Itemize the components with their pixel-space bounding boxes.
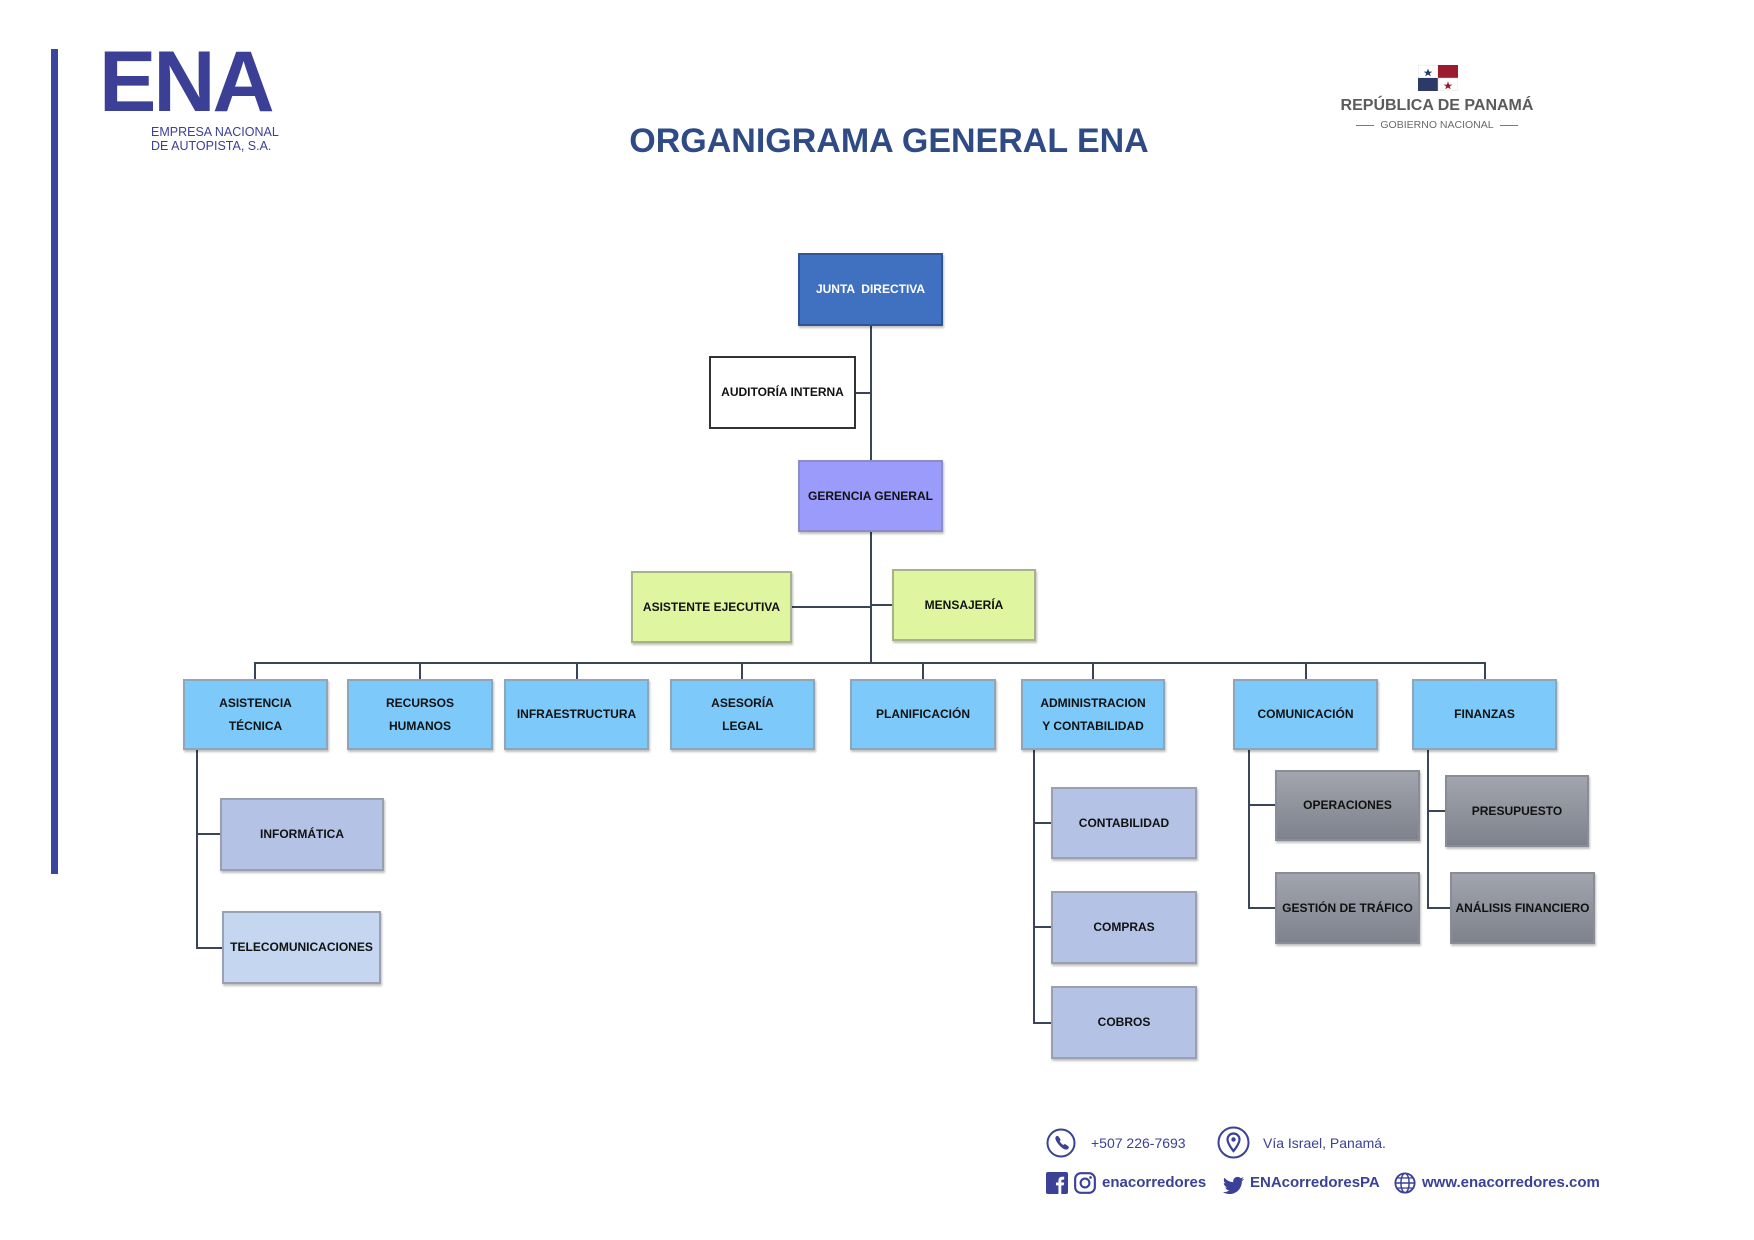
panama-flag-icon [1418,65,1458,91]
org-box-label: GERENCIA GENERAL [808,488,933,503]
org-box-label: MENSAJERÍA [924,597,1004,612]
instagram-icon[interactable] [1074,1172,1096,1194]
subunit-label: COMPRAS [1093,920,1155,934]
subunit-cobros: COBROS [1051,986,1197,1059]
subunit-label: ANÁLISIS FINANCIERO [1455,900,1590,915]
subunit-gestion-de-trafico: GESTIÓN DE TRÁFICO [1275,872,1420,944]
ena-logo-subtitle: EMPRESA NACIONAL DE AUTOPISTA, S.A. [151,125,279,153]
department-label-line: INFRAESTRUCTURA [516,707,637,721]
org-box-junta-directiva: JUNTA DIRECTIVA [798,253,943,326]
ena-logo: ENA [99,34,275,130]
globe-icon[interactable] [1394,1172,1416,1194]
gov-dash-right [1499,124,1518,126]
org-box-asistente-ejecutiva: ASISTENTE EJECUTIVA [631,571,792,643]
gov-logo-title: REPÚBLICA DE PANAMÁ [1340,97,1534,114]
department-label-line: LEGAL [722,718,763,733]
org-box-label: AUDITORÍA INTERNA [721,385,844,399]
department-label-line: PLANIFICACIÓN [876,707,970,721]
org-box-mensajeria: MENSAJERÍA [892,569,1036,641]
footer-address: Vía Israel, Panamá. [1263,1135,1386,1151]
department-infraestructura: INFRAESTRUCTURA [504,679,649,750]
department-label-line: COMUNICACIÓN [1257,707,1354,721]
department-label-line: ASESORÍA [711,695,774,710]
facebook-icon[interactable] [1046,1172,1068,1194]
subunit-label: GESTIÓN DE TRÁFICO [1282,900,1413,915]
department-label-line: ADMINISTRACION [1040,695,1146,710]
subunit-presupuesto: PRESUPUESTO [1445,775,1589,847]
subunit-contabilidad: CONTABILIDAD [1051,787,1197,859]
footer-website-link[interactable]: www.enacorredores.com [1422,1174,1600,1191]
gov-logo-subtitle-text: GOBIERNO NACIONAL [1380,119,1494,131]
logo-subtitle-line2: DE AUTOPISTA, S.A. [151,139,272,153]
gov-dash-left [1356,124,1375,126]
subunit-label: PRESUPUESTO [1471,803,1563,818]
org-box-gerencia-general: GERENCIA GENERAL [798,460,943,532]
subunit-compras: COMPRAS [1051,891,1197,964]
department-asistencia-tecnica: ASISTENCIA TÉCNICA [183,679,328,750]
department-planificacion: PLANIFICACIÓN [850,679,996,750]
subunit-operaciones: OPERACIONES [1275,770,1420,841]
phone-icon [1046,1128,1076,1158]
department-finanzas: FINANZAS [1412,679,1557,750]
footer-social-handle[interactable]: enacorredores [1102,1174,1207,1191]
org-box-label: ASISTENTE EJECUTIVA [642,599,781,614]
department-label-line: RECURSOS [385,695,454,710]
page-title: ORGANIGRAMA GENERAL ENA [629,122,1149,160]
org-box-auditoria-interna: AUDITORÍA INTERNA [709,356,856,429]
subunit-label: COBROS [1097,1015,1151,1029]
gov-logo-subtitle: GOBIERNO NACIONAL [1317,119,1557,131]
subunit-label: OPERACIONES [1303,798,1392,812]
footer-phone: +507 226-7693 [1091,1135,1186,1151]
footer-twitter-handle[interactable]: ENAcorredoresPA [1250,1174,1380,1191]
location-pin-icon [1217,1126,1250,1159]
department-label-line: FINANZAS [1454,707,1515,721]
subunit-label: INFORMÁTICA [260,827,344,841]
subunit-informatica: INFORMÁTICA [220,798,384,871]
department-label-line: HUMANOS [389,718,451,733]
twitter-icon[interactable] [1222,1174,1245,1197]
left-accent-bar [51,49,58,874]
department-asesoria-legal: ASESORÍA LEGAL [670,679,815,750]
department-label-line: ASISTENCIA [219,695,292,710]
subunit-label: CONTABILIDAD [1078,815,1170,830]
logo-subtitle-line1: EMPRESA NACIONAL [151,125,279,139]
org-box-label: JUNTA DIRECTIVA [815,282,926,296]
subunit-label: TELECOMUNICACIONES [230,940,373,954]
department-label-line: TÉCNICA [228,718,283,733]
subunit-analisis-financiero: ANÁLISIS FINANCIERO [1450,872,1595,944]
department-label-line: Y CONTABILIDAD [1042,718,1144,733]
department-recursos-humanos: RECURSOS HUMANOS [347,679,493,750]
subunit-telecomunicaciones: TELECOMUNICACIONES [222,911,381,984]
department-comunicacion: COMUNICACIÓN [1233,679,1378,750]
department-administracion-contabilidad: ADMINISTRACION Y CONTABILIDAD [1021,679,1165,750]
